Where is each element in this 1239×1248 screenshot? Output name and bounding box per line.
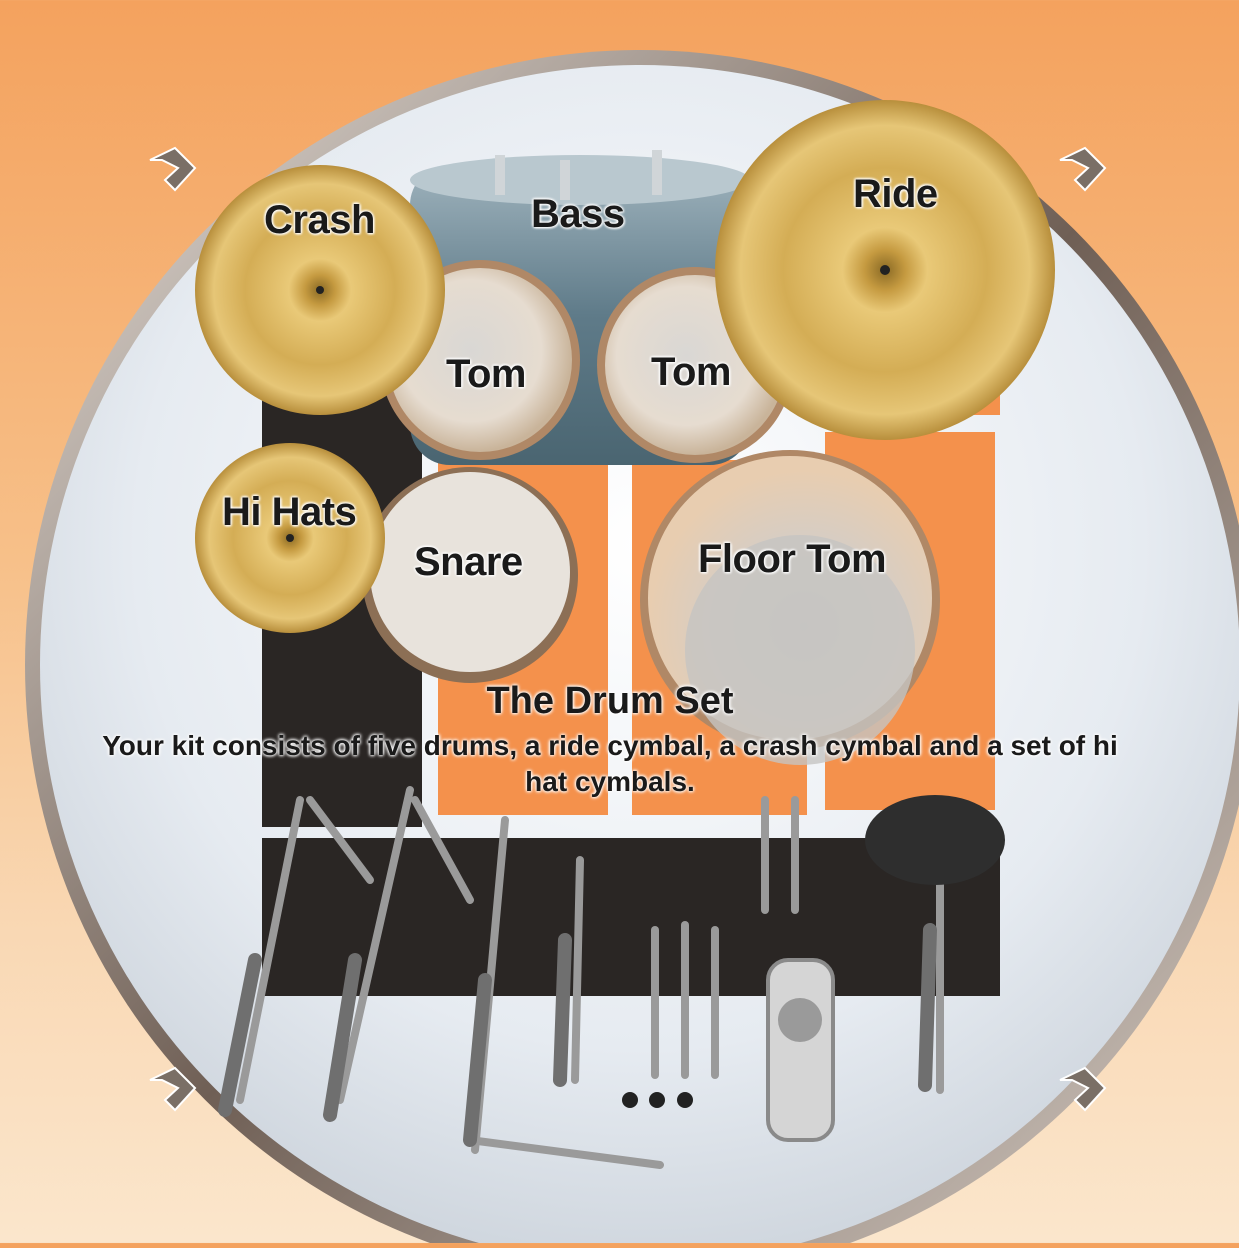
tom-left-label: Tom	[446, 352, 526, 397]
kick-pedal	[768, 960, 833, 1140]
hi-hats-label: Hi Hats	[222, 490, 356, 535]
crash-label: Crash	[264, 198, 375, 243]
diagram-description: Your kit consists of five drums, a ride …	[100, 728, 1120, 800]
hi-hat-cymbal	[195, 443, 385, 633]
diagram-title: The Drum Set	[0, 680, 1220, 723]
bass-label: Bass	[531, 192, 625, 237]
drum-keys	[622, 1092, 693, 1108]
ride-label: Ride	[853, 172, 938, 217]
drum-throne	[865, 795, 1005, 885]
tom-right-label: Tom	[651, 350, 731, 395]
floor-tom-label: Floor Tom	[698, 537, 886, 582]
snare-label: Snare	[414, 540, 523, 585]
ride-cymbal	[715, 100, 1055, 440]
